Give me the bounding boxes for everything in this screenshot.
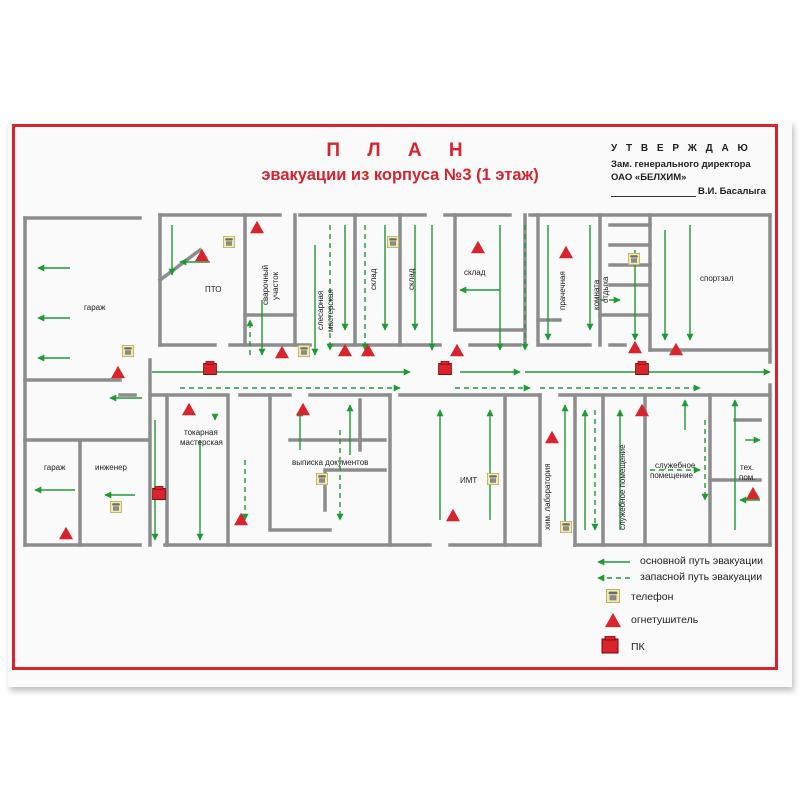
- room-garage-big: гараж: [84, 303, 106, 312]
- room-lathe-shop-1: токарная: [184, 428, 218, 437]
- fire-extinguisher-icon: [545, 430, 559, 444]
- fire-extinguisher-icon: [111, 365, 125, 379]
- room-tech-a: тех.: [740, 463, 754, 472]
- signature-line: [611, 196, 696, 197]
- room-welding-1: сварочный: [261, 265, 270, 305]
- fire-extinguisher-icon: [450, 343, 464, 357]
- approval-position: Зам. генерального директора: [611, 159, 751, 170]
- fire-hose-cabinet-icon: [601, 636, 619, 654]
- red-frame: [12, 124, 778, 670]
- room-engineer: инженер: [95, 463, 128, 472]
- room-lathe-shop-2: мастерская: [180, 438, 223, 447]
- room-warehouse-2: склад: [407, 268, 416, 290]
- fire-extinguisher-icon: [250, 220, 264, 234]
- phone-icon: [387, 236, 399, 248]
- room-tech-b: пом.: [739, 473, 756, 482]
- fire-extinguisher-icon: [605, 612, 621, 628]
- approval-signature: В.И. Басалыга: [698, 186, 766, 197]
- room-pto: ПТО: [205, 285, 222, 294]
- fire-extinguisher-icon: [471, 240, 485, 254]
- fire-extinguisher-icon: [628, 340, 642, 354]
- walls: [23, 213, 772, 547]
- legend-phone-label: телефон: [631, 591, 674, 603]
- legend-main-route-label: основной путь эвакуации: [640, 555, 763, 567]
- phone-icon: [298, 345, 310, 357]
- plan-title: П Л А Н: [326, 140, 474, 161]
- fire-extinguisher-icon: [59, 526, 73, 540]
- room-chem-lab: хим. лаборатория: [543, 463, 552, 530]
- fire-extinguisher-icon: [559, 245, 573, 259]
- room-locksmith-2: мастерская: [326, 289, 335, 332]
- fire-extinguisher-icon: [275, 345, 289, 359]
- legend-fire-cabinet-label: ПК: [631, 641, 645, 653]
- approval-company: ОАО «БЕЛХИМ»: [611, 172, 687, 183]
- fire-extinguisher-icon: [746, 486, 760, 500]
- room-warehouse-1: склад: [369, 268, 378, 290]
- phone-icon: [110, 501, 122, 513]
- phone-icon: [316, 473, 328, 485]
- phone-icon: [122, 345, 134, 357]
- room-rest-2: отдыха: [601, 276, 610, 303]
- approval-heading: У Т В Е Р Ж Д А Ю: [611, 143, 751, 154]
- fire-extinguisher-icon: [635, 403, 649, 417]
- legend-symbols: [597, 558, 630, 654]
- fire-hose-cabinet-icon: [635, 361, 649, 376]
- room-service-1: служебное помещение: [618, 444, 627, 530]
- room-rest-1: комната: [592, 279, 601, 310]
- plan-subtitle: эвакуации из корпуса №3 (1 этаж): [261, 166, 539, 184]
- fire-extinguisher-icon: [234, 512, 248, 526]
- phone-icon: [560, 521, 572, 533]
- fire-extinguisher-icon: [182, 402, 196, 416]
- phone-icon: [606, 589, 620, 603]
- room-service-2b: помещение: [650, 471, 694, 480]
- phone-icon: [628, 253, 640, 265]
- fire-extinguisher-icon: [446, 508, 460, 522]
- fire-hose-cabinet-icon: [203, 361, 217, 376]
- room-locksmith-1: слесарная: [316, 291, 325, 330]
- phone-icon: [223, 236, 235, 248]
- legend-spare-route-label: запасной путь эвакуации: [640, 571, 763, 583]
- room-imt: ИМТ: [460, 476, 477, 485]
- room-warehouse-3: склад: [464, 268, 486, 277]
- fire-extinguisher-icon: [296, 402, 310, 416]
- room-gym: спортзал: [700, 274, 734, 283]
- room-laundry: прачечная: [558, 271, 567, 310]
- main-evacuation-routes: [34, 225, 771, 541]
- room-welding-2: участок: [271, 271, 280, 300]
- room-documents: выписка документов: [292, 458, 368, 467]
- room-garage-small: гараж: [44, 463, 66, 472]
- fire-hose-cabinet-icon: [152, 486, 166, 501]
- spare-evacuation-routes: [180, 225, 709, 531]
- fire-hose-cabinet-icon: [438, 361, 452, 376]
- room-service-2a: служебное: [655, 461, 696, 470]
- legend-extinguisher-label: огнетушитель: [631, 614, 699, 626]
- phone-icon: [487, 473, 499, 485]
